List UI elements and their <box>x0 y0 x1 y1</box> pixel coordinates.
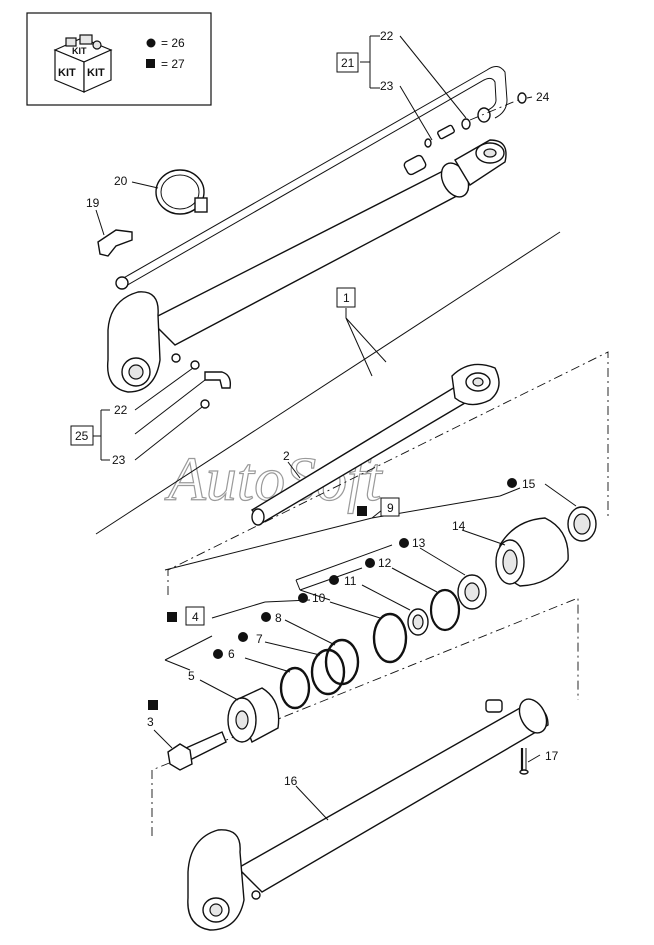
circle-marker-icon <box>329 575 339 585</box>
callout-numbers: 21 1 25 9 4 22 23 24 20 19 22 23 2 15 14… <box>75 29 559 788</box>
callout-5: 5 <box>188 669 195 683</box>
circle-marker-icon <box>213 649 223 659</box>
callout-4: 4 <box>192 610 199 624</box>
elbow-fitting <box>190 360 232 409</box>
barrel-16 <box>187 698 549 931</box>
dash-envelope <box>151 351 609 836</box>
kit-markers <box>148 478 517 710</box>
callout-20: 20 <box>114 174 128 188</box>
clamp-part <box>155 169 208 215</box>
callout-9: 9 <box>387 501 394 515</box>
callout-17: 17 <box>545 749 559 763</box>
square-marker-icon <box>357 506 367 516</box>
callout-16: 16 <box>284 774 298 788</box>
callout-15: 15 <box>522 477 536 491</box>
callout-19: 19 <box>86 196 100 210</box>
circle-marker-icon <box>298 593 308 603</box>
circle-marker-icon <box>261 612 271 622</box>
ring-6 <box>279 666 311 710</box>
kit-left-text: KIT <box>58 67 76 79</box>
square-legend-text: = 27 <box>161 57 185 71</box>
callout-22-top: 22 <box>380 29 394 43</box>
leader-lines <box>93 35 577 821</box>
callout-12: 12 <box>378 556 392 570</box>
callout-10: 10 <box>312 591 326 605</box>
kit-top-text: KIT <box>72 46 87 56</box>
square-marker-icon <box>148 700 158 710</box>
circle-marker-icon <box>399 538 409 548</box>
callout-23-bottom: 23 <box>112 453 126 467</box>
bracket-part <box>97 229 133 257</box>
seal-ring-7 <box>310 648 346 696</box>
circle-marker-icon <box>507 478 517 488</box>
callout-7: 7 <box>256 632 263 646</box>
bolt-3 <box>167 731 227 771</box>
callout-3: 3 <box>147 715 154 729</box>
circle-marker-icon <box>365 558 375 568</box>
kit-right-text: KIT <box>87 67 105 79</box>
callout-11: 11 <box>344 574 357 588</box>
callout-8: 8 <box>275 611 282 625</box>
callout-2: 2 <box>283 449 290 463</box>
grease-fitting-17 <box>519 748 529 775</box>
circle-marker-icon <box>238 632 248 642</box>
ring-11 <box>407 608 429 636</box>
fittings-top <box>424 92 527 148</box>
square-marker-icon <box>167 612 177 622</box>
section-divider <box>95 231 561 535</box>
callout-1: 1 <box>343 291 350 305</box>
callout-6: 6 <box>228 647 235 661</box>
snap-ring-12 <box>429 588 461 632</box>
kit-legend: KIT KIT KIT = 26 = 27 <box>26 12 212 106</box>
callout-25: 25 <box>75 429 89 443</box>
bushing-13 <box>457 574 487 610</box>
circle-marker-icon <box>146 38 156 48</box>
callout-21: 21 <box>341 56 355 70</box>
callout-14: 14 <box>452 519 466 533</box>
callout-22-bottom: 22 <box>114 403 128 417</box>
piston-rod <box>250 363 500 526</box>
gland-14 <box>495 517 569 587</box>
callout-24: 24 <box>536 90 550 104</box>
kit-box-icon: KIT KIT KIT <box>53 34 113 93</box>
callout-13: 13 <box>412 536 426 550</box>
circle-legend-text: = 26 <box>161 36 185 50</box>
seal-15 <box>567 506 597 542</box>
callout-boxes <box>70 52 400 626</box>
cylinder-assembly <box>106 66 508 393</box>
square-marker-icon <box>146 59 155 68</box>
piston-5 <box>227 687 280 743</box>
callout-23-top: 23 <box>380 79 394 93</box>
o-ring-10 <box>372 612 408 664</box>
